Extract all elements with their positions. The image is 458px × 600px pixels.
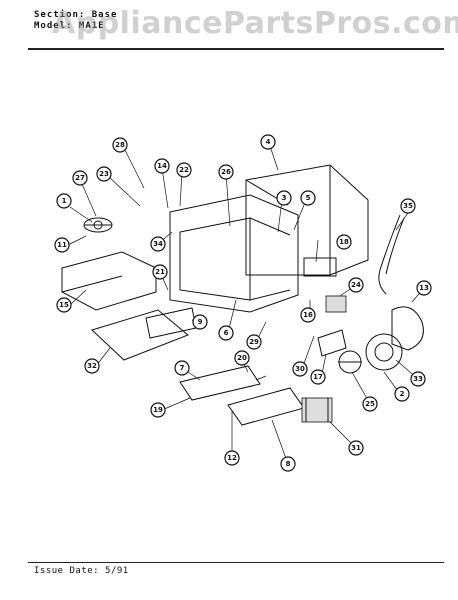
stirrer-motor-part <box>365 333 403 371</box>
svg-text:21: 21 <box>155 268 165 276</box>
svg-text:26: 26 <box>221 168 231 176</box>
svg-text:30: 30 <box>295 365 305 373</box>
svg-text:17: 17 <box>313 373 323 381</box>
callout-6: 6 <box>218 325 234 341</box>
issue-date: Issue Date: 5/91 <box>34 566 129 576</box>
callout-25: 25 <box>362 396 378 412</box>
fan-blade-part <box>83 217 113 233</box>
fuse-holder-part <box>303 257 337 277</box>
svg-text:14: 14 <box>157 162 167 170</box>
svg-text:23: 23 <box>99 170 109 178</box>
svg-text:2: 2 <box>400 390 405 398</box>
callout-14: 14 <box>154 158 170 174</box>
callout-15: 15 <box>56 297 72 313</box>
callout-16: 16 <box>300 307 316 323</box>
svg-text:33: 33 <box>413 375 423 383</box>
mounting-plate-part <box>179 365 261 401</box>
svg-text:15: 15 <box>59 301 69 309</box>
svg-text:3: 3 <box>282 194 287 202</box>
callout-26: 26 <box>218 164 234 180</box>
callout-22: 22 <box>176 162 192 178</box>
callout-7: 7 <box>174 360 190 376</box>
callout-29: 29 <box>246 334 262 350</box>
callout-32: 32 <box>84 358 100 374</box>
svg-text:9: 9 <box>198 318 203 326</box>
callout-11: 11 <box>54 237 70 253</box>
callout-8: 8 <box>280 456 296 472</box>
callout-23: 23 <box>96 166 112 182</box>
callout-19: 19 <box>150 402 166 418</box>
callout-21: 21 <box>152 264 168 280</box>
svg-text:24: 24 <box>351 281 361 289</box>
svg-text:28: 28 <box>115 141 125 149</box>
callout-35: 35 <box>400 198 416 214</box>
callout-17: 17 <box>310 369 326 385</box>
transformer-part <box>301 397 333 423</box>
svg-text:35: 35 <box>403 202 413 210</box>
watermark: AppliancePartsPros.com <box>52 6 458 41</box>
svg-text:34: 34 <box>153 240 163 248</box>
svg-text:11: 11 <box>57 241 67 249</box>
callout-33: 33 <box>410 371 426 387</box>
svg-text:8: 8 <box>286 460 291 468</box>
svg-text:12: 12 <box>227 454 237 462</box>
svg-text:22: 22 <box>179 166 189 174</box>
base-rail-part <box>227 387 305 426</box>
svg-text:27: 27 <box>75 174 85 182</box>
callout-31: 31 <box>348 440 364 456</box>
oven-cavity-part <box>169 194 299 313</box>
callout-28: 28 <box>112 137 128 153</box>
capacitor-part <box>325 295 347 313</box>
callout-12: 12 <box>224 450 240 466</box>
svg-text:13: 13 <box>419 284 429 292</box>
svg-text:25: 25 <box>365 400 375 408</box>
callout-24: 24 <box>348 277 364 293</box>
diode-part <box>317 329 347 357</box>
bracket-part <box>145 307 197 339</box>
callout-30: 30 <box>292 361 308 377</box>
section-line: Section: Base <box>34 10 118 20</box>
svg-text:4: 4 <box>266 138 271 146</box>
callout-3: 3 <box>276 190 292 206</box>
svg-text:16: 16 <box>303 311 313 319</box>
top-rule <box>28 48 444 50</box>
callout-5: 5 <box>300 190 316 206</box>
svg-text:31: 31 <box>351 444 361 452</box>
blower-housing-part <box>391 306 424 351</box>
shelf-plate-part <box>91 309 189 361</box>
section-header: Section: Base Model: MA1E <box>34 10 117 32</box>
svg-text:5: 5 <box>306 194 311 202</box>
svg-text:1: 1 <box>62 197 67 205</box>
svg-text:29: 29 <box>249 338 259 346</box>
svg-text:6: 6 <box>224 329 229 337</box>
callout-20: 20 <box>234 350 250 366</box>
callout-13: 13 <box>416 280 432 296</box>
callout-27: 27 <box>72 170 88 186</box>
svg-text:7: 7 <box>180 364 185 372</box>
callout-4: 4 <box>260 134 276 150</box>
callout-18: 18 <box>336 234 352 250</box>
callout-2: 2 <box>394 386 410 402</box>
bottom-rule <box>28 562 444 563</box>
model-line: Model: MA1E <box>34 21 105 31</box>
callout-34: 34 <box>150 236 166 252</box>
svg-text:32: 32 <box>87 362 97 370</box>
svg-text:19: 19 <box>153 406 163 414</box>
base-pan-part <box>61 251 157 311</box>
antenna-motor-part <box>338 350 362 374</box>
svg-text:20: 20 <box>237 354 247 362</box>
wire-harness-part <box>378 214 405 295</box>
callout-1: 1 <box>56 193 72 209</box>
svg-text:18: 18 <box>339 238 349 246</box>
callout-9: 9 <box>192 314 208 330</box>
